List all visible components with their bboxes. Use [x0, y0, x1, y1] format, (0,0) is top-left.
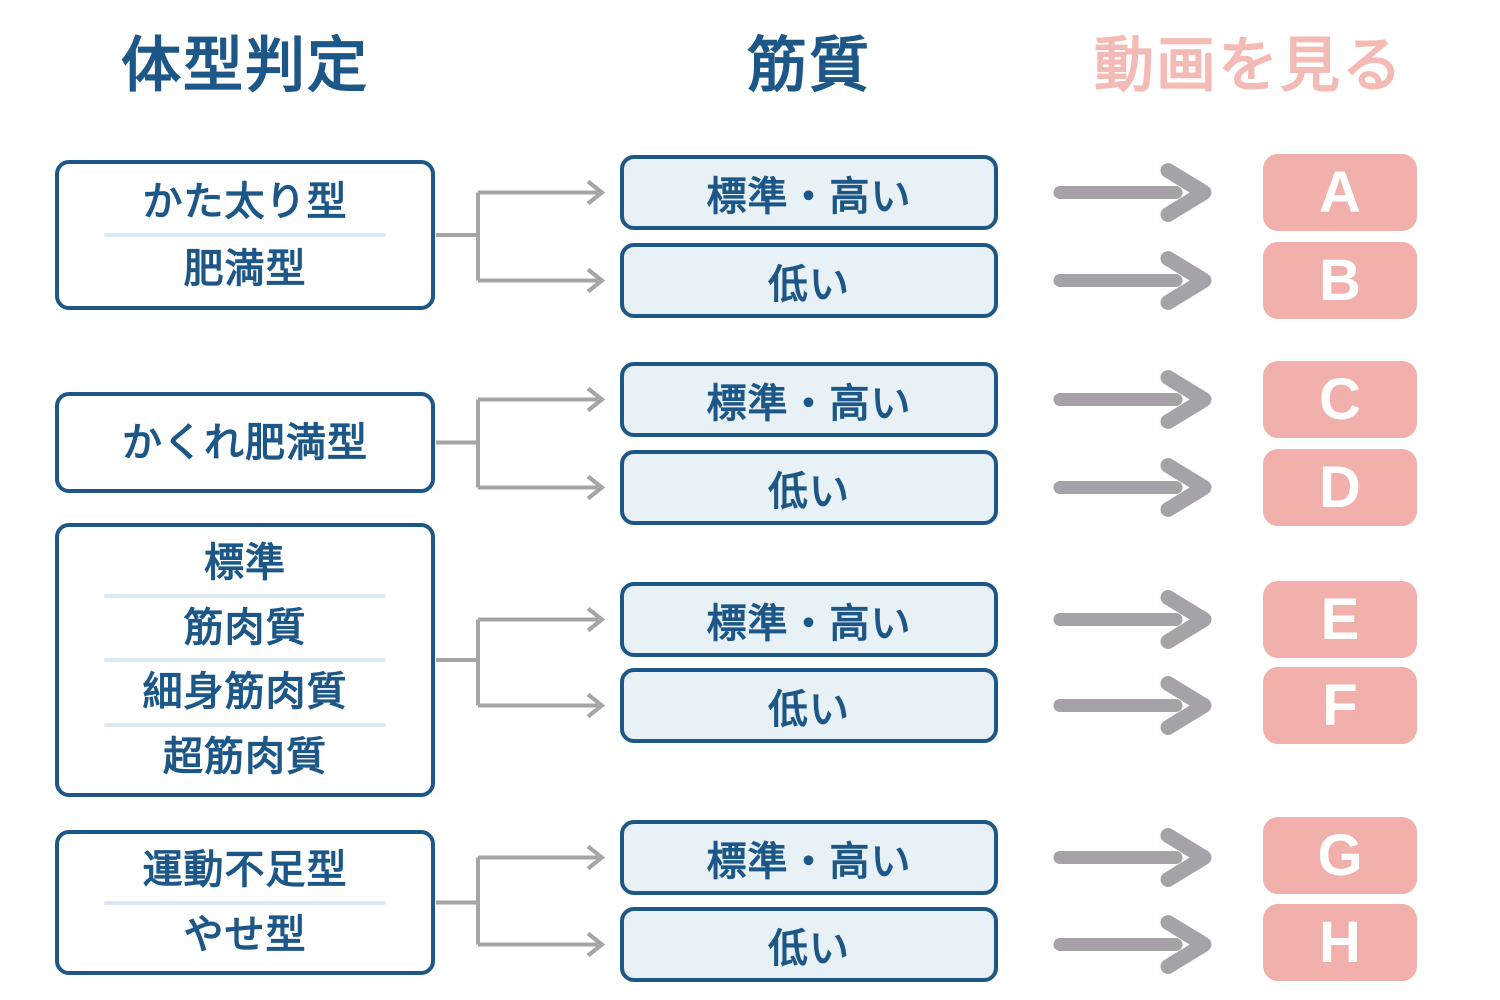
- video-button-f[interactable]: F: [1263, 667, 1417, 744]
- muscle-box-standard-high-3: 標準・高い: [620, 582, 998, 657]
- muscle-box-label: 低い: [768, 926, 850, 971]
- muscle-box-low-3: 低い: [620, 668, 998, 743]
- muscle-box-label: 低い: [768, 262, 850, 307]
- body-type-box-2: かくれ肥満型: [55, 392, 435, 493]
- video-button-a[interactable]: A: [1263, 154, 1417, 231]
- body-type-label: 肥満型: [183, 246, 307, 291]
- video-letter: G: [1317, 822, 1363, 888]
- muscle-box-low-4: 低い: [620, 907, 998, 982]
- muscle-box-label: 低い: [768, 469, 850, 514]
- divider: [103, 593, 387, 598]
- body-type-box-1: かた太り型 肥満型: [55, 160, 435, 310]
- muscle-box-label: 標準・高い: [706, 381, 912, 426]
- header-body-type: 体型判定: [121, 31, 369, 99]
- video-letter: H: [1319, 909, 1361, 975]
- video-button-e[interactable]: E: [1263, 581, 1417, 658]
- body-type-label: かた太り型: [142, 179, 348, 224]
- muscle-box-standard-high-4: 標準・高い: [620, 820, 998, 895]
- divider: [103, 722, 387, 727]
- thin-branch-lines: [436, 179, 606, 958]
- header-muscle-quality: 筋質: [747, 31, 871, 99]
- video-button-d[interactable]: D: [1263, 449, 1417, 526]
- muscle-box-low-1: 低い: [620, 243, 998, 318]
- body-type-label: 運動不足型: [142, 848, 348, 893]
- video-letter: D: [1319, 454, 1361, 520]
- body-type-label: 筋肉質: [183, 605, 307, 650]
- thick-arrows: [1053, 163, 1212, 974]
- muscle-box-label: 標準・高い: [706, 601, 912, 646]
- video-button-g[interactable]: G: [1263, 817, 1417, 894]
- muscle-box-standard-high-1: 標準・高い: [620, 155, 998, 230]
- divider: [103, 900, 387, 905]
- muscle-box-standard-high-2: 標準・高い: [620, 362, 998, 437]
- body-type-label: やせ型: [183, 912, 307, 957]
- muscle-box-low-2: 低い: [620, 450, 998, 525]
- body-type-box-3: 標準 筋肉質 細身筋肉質 超筋肉質: [55, 523, 435, 797]
- video-button-h[interactable]: H: [1263, 904, 1417, 981]
- header-watch-video: 動画を見る: [1094, 31, 1404, 99]
- divider: [103, 658, 387, 662]
- video-letter: C: [1319, 366, 1361, 432]
- divider: [103, 233, 387, 237]
- video-letter: B: [1319, 247, 1361, 313]
- video-letter: E: [1320, 586, 1360, 652]
- muscle-box-label: 標準・高い: [706, 174, 912, 219]
- body-type-label: 超筋肉質: [163, 734, 327, 779]
- body-type-label: かくれ肥満型: [122, 420, 368, 465]
- video-letter: A: [1319, 159, 1361, 225]
- body-type-label: 細身筋肉質: [142, 670, 348, 715]
- video-button-b[interactable]: B: [1263, 242, 1417, 319]
- muscle-box-label: 標準・高い: [706, 839, 912, 884]
- body-type-box-4: 運動不足型 やせ型: [55, 830, 435, 975]
- video-button-c[interactable]: C: [1263, 361, 1417, 438]
- body-type-label: 標準: [204, 541, 286, 586]
- muscle-box-label: 低い: [768, 687, 850, 732]
- video-letter: F: [1322, 672, 1358, 738]
